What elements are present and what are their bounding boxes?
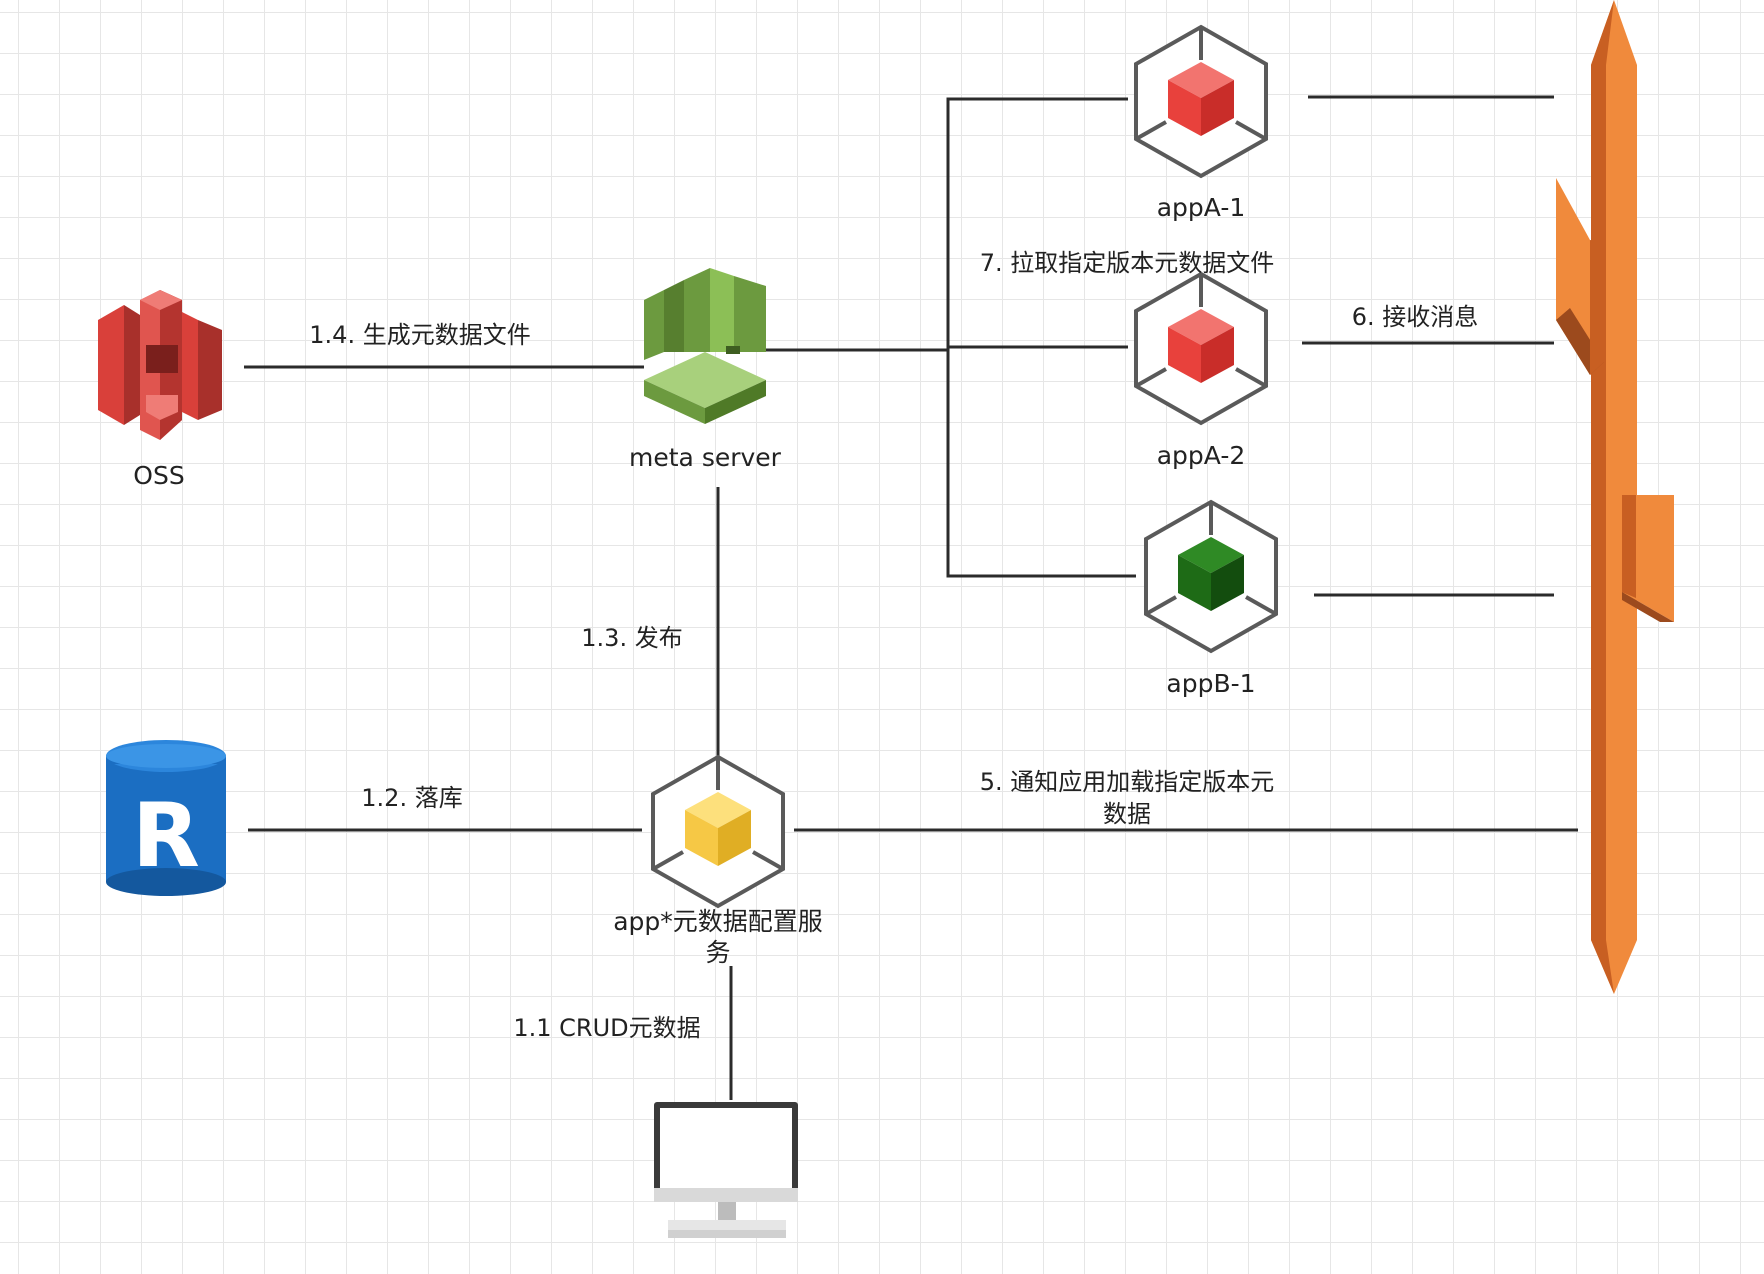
config-service-label-line2: 务 xyxy=(705,938,730,967)
database-letter: R xyxy=(132,784,200,887)
edge-label-1-2: 1.2. 落库 xyxy=(361,784,462,812)
s3-bucket-icon xyxy=(98,290,222,440)
message-bus-icon xyxy=(1556,0,1674,994)
edge-label-7: 7. 拉取指定版本元数据文件 xyxy=(980,249,1275,277)
config-service-cube-icon xyxy=(651,754,785,909)
oss-label: OSS xyxy=(133,461,184,490)
node-labels: OSS meta server appA-1 appA-2 appB-1 app… xyxy=(133,193,1255,967)
database-r-icon: R xyxy=(106,740,226,896)
appA1-label: appA-1 xyxy=(1157,193,1246,222)
edge-label-1-4: 1.4. 生成元数据文件 xyxy=(309,321,530,349)
desktop-monitor-icon xyxy=(654,1102,798,1238)
edge-label-1-3: 1.3. 发布 xyxy=(581,624,682,652)
edge-labels: 1.4. 生成元数据文件 7. 拉取指定版本元数据文件 6. 接收消息 1.3.… xyxy=(309,249,1478,1042)
connectors xyxy=(244,95,1578,1100)
edge-trunk-vertical xyxy=(946,97,1136,578)
meta-server-label: meta server xyxy=(629,443,782,472)
edge-label-5-line2: 数据 xyxy=(1103,800,1151,828)
appA2-container-cube-icon xyxy=(1134,271,1268,426)
config-service-label-line1: app*元数据配置服 xyxy=(613,907,823,936)
meta-server-icon xyxy=(644,268,766,424)
edge-label-1-1: 1.1 CRUD元数据 xyxy=(513,1014,700,1042)
appB1-container-cube-icon xyxy=(1144,499,1278,654)
appA1-container-cube-icon xyxy=(1134,24,1268,179)
edge-label-5-line1: 5. 通知应用加载指定版本元 xyxy=(980,768,1275,796)
appB1-label: appB-1 xyxy=(1166,669,1255,698)
edge-label-6: 6. 接收消息 xyxy=(1352,303,1479,331)
appA2-label: appA-2 xyxy=(1157,441,1246,470)
